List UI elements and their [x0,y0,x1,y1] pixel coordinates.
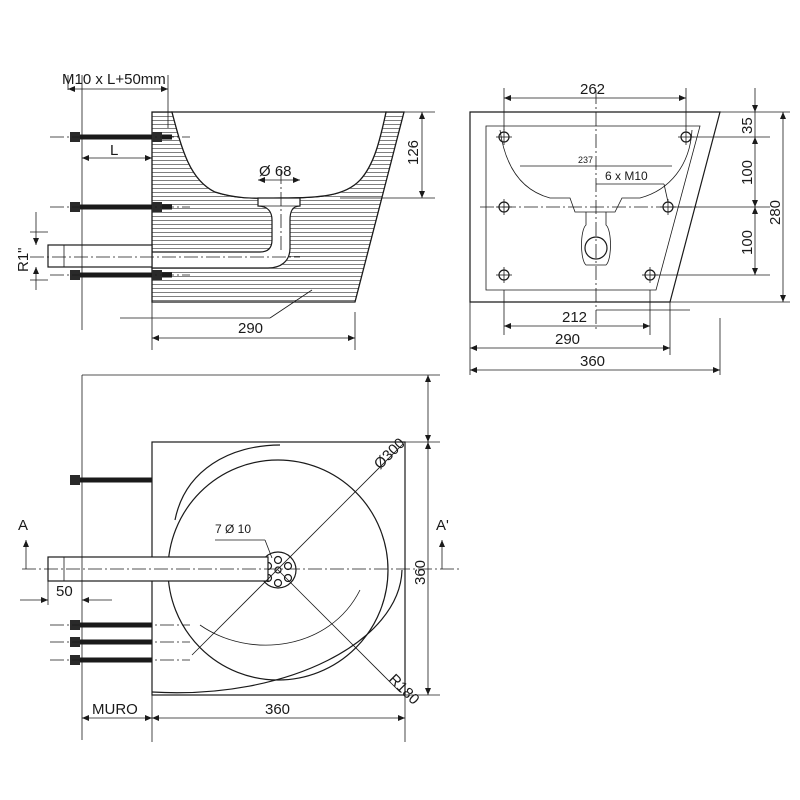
wall-label: MURO [92,701,138,718]
rear-bottom-mid-label: 290 [555,331,580,348]
section-a-label: A [18,517,28,534]
rear-view: 262 237 6 x M10 35 100 100 280 212 290 [469,81,790,375]
rear-v-total-label: 280 [767,200,784,225]
rear-v3-label: 100 [739,230,756,255]
rear-v1-label: 35 [739,117,756,134]
plan-view: Ø300 7 Ø 10 R180 A A' [18,374,460,742]
rear-small-dim-label: 237 [578,155,593,165]
rear-v2-label: 100 [739,160,756,185]
side-height-label: 126 [405,140,422,165]
drain-diameter-label: Ø 68 [259,163,292,180]
side-section-view: M10 x L+50mm L 126 Ø 68 R1" 290 [15,71,435,350]
bolt-spec-label: M10 x L+50mm [62,71,166,88]
plan-width-label: 360 [265,701,290,718]
rear-bolts-label: 6 x M10 [605,169,648,183]
side-bowl-interior [171,111,387,199]
bolt-length-label: L [110,142,118,159]
plan-bowl-dia-label: Ø300 [371,435,409,473]
side-drain-pipe [151,197,301,269]
plan-holes-label: 7 Ø 10 [215,522,251,536]
plan-bolts [50,475,190,665]
plan-radius-label: R180 [385,671,422,708]
side-depth-label: 290 [238,320,263,337]
pipe-thread-label: R1" [15,248,32,273]
rear-top-width-label: 262 [580,81,605,98]
plan-depth-label: 360 [412,560,429,585]
side-outlet-pipe [47,244,153,268]
side-bolts [50,132,190,280]
section-a-prime-label: A' [436,517,449,534]
rear-bottom-inner-label: 212 [562,309,587,326]
plan-offset-label: 50 [56,583,73,600]
rear-bottom-outer-label: 360 [580,353,605,370]
